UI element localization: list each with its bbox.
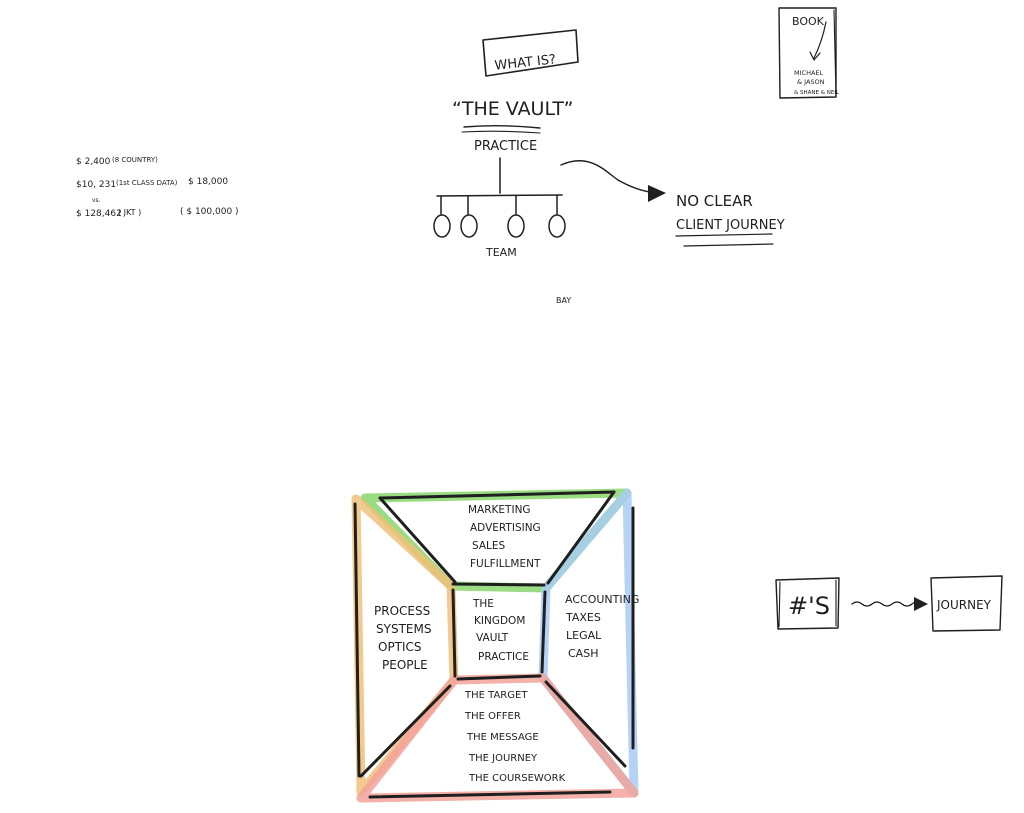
bottom-panel-ink — [368, 674, 612, 799]
book-line2: & JASON — [797, 78, 825, 86]
book-arrowhead-icon — [809, 51, 821, 61]
number-vs-label: vs. — [92, 197, 101, 204]
number-row2-right: $ 18,000 — [188, 177, 228, 187]
center-line-3: VAULT — [476, 632, 509, 644]
bottom-panel-text: THE TARGET THE OFFER THE MESSAGE THE JOU… — [464, 690, 566, 784]
left-panel-text: PROCESS SYSTEMS OPTICS PEOPLE — [374, 604, 431, 672]
team-member-4 — [548, 214, 566, 238]
number-row1-note: (8 COUNTRY) — [112, 156, 158, 164]
book-spine — [833, 9, 837, 97]
top-panel-text: MARKETING ADVERTISING SALES FULFILLMENT — [468, 504, 541, 570]
left-line-3: OPTICS — [378, 640, 422, 654]
hashes-frame-inner — [778, 579, 837, 628]
hashes-frame — [775, 577, 840, 630]
vault-underline — [463, 125, 541, 129]
no-clear-line1: NO CLEAR — [676, 192, 753, 210]
book-line1: MICHAEL — [794, 69, 824, 77]
tree-branch — [436, 194, 563, 197]
number-row2-note: (1st CLASS DATA) — [116, 179, 178, 187]
top-line-1: MARKETING — [468, 504, 531, 516]
right-panel-highlight — [538, 488, 639, 798]
team-label: TEAM — [485, 246, 517, 259]
what-is-frame — [482, 29, 579, 77]
journey-arrowhead-icon — [648, 185, 666, 202]
book-line3: & SHANE & NEIL — [794, 90, 840, 96]
number-row1-amount: $ 2,400 — [76, 157, 111, 167]
bottom-line-1: THE TARGET — [464, 690, 528, 701]
book-label: BOOK — [792, 15, 825, 28]
bottom-line-3: THE MESSAGE — [466, 732, 539, 743]
hashes-journey: #'S JOURNEY — [775, 575, 1003, 632]
right-line-2: TAXES — [565, 611, 601, 624]
book-frame — [778, 7, 837, 99]
journey-frame — [930, 575, 1003, 632]
center-line-4: PRACTICE — [478, 651, 529, 663]
kingdom-square: MARKETING ADVERTISING SALES FULFILLMENT … — [351, 488, 639, 803]
journey-arrow-line — [560, 160, 658, 194]
no-clear-line2: CLIENT JOURNEY — [676, 218, 785, 233]
what-is-box: WHAT IS? — [482, 29, 579, 77]
stray-label: BAY — [556, 296, 571, 305]
number-row3-note: ( JKT ) — [118, 208, 141, 217]
number-row3-right: ( $ 100,000 ) — [180, 207, 239, 217]
top-line-4: FULFILLMENT — [470, 558, 541, 570]
left-line-1: PROCESS — [374, 604, 430, 618]
hashes-label: #'S — [788, 592, 830, 620]
bottom-line-2: THE OFFER — [464, 711, 521, 722]
bottom-line-5: THE COURSEWORK — [468, 773, 566, 784]
top-line-3: SALES — [472, 540, 506, 552]
center-panel-text: THE KINGDOM VAULT PRACTICE — [472, 598, 529, 663]
top-panel-ink — [378, 490, 616, 587]
vault-title: “THE VAULT” — [452, 98, 573, 120]
bottom-line-4: THE JOURNEY — [468, 753, 538, 764]
right-line-3: LEGAL — [566, 629, 602, 642]
team-member-1 — [433, 214, 451, 238]
number-row3-amount: $ 128,462 — [76, 209, 122, 219]
vault-underline-2 — [461, 130, 541, 134]
right-panel-text: ACCOUNTING TAXES LEGAL CASH — [565, 593, 639, 660]
what-is-label: WHAT IS? — [494, 52, 557, 73]
center-line-1: THE — [472, 598, 494, 610]
no-clear-underline-2 — [683, 243, 774, 247]
vault-tree: “THE VAULT” PRACTICE TEAM NO CLEAR CLIEN… — [433, 98, 785, 305]
journey-label: JOURNEY — [936, 598, 992, 612]
book-card: BOOK MICHAEL & JASON & SHANE & NEIL — [778, 7, 840, 99]
right-panel-ink — [540, 506, 635, 768]
team-member-3 — [507, 214, 525, 238]
top-line-2: ADVERTISING — [470, 522, 541, 534]
left-panel-ink — [353, 502, 457, 778]
bottom-panel-highlight — [356, 673, 639, 803]
book-arrow-line — [813, 21, 827, 59]
left-line-2: SYSTEMS — [376, 622, 431, 636]
right-line-4: CASH — [568, 647, 598, 660]
tree-stems — [440, 195, 558, 215]
number-row2-amount: $10, 231 — [76, 180, 116, 190]
numbers-block: $ 2,400 (8 COUNTRY) $10, 231 (1st CLASS … — [76, 156, 239, 219]
team-member-2 — [460, 214, 478, 238]
squiggle-arrow-line — [851, 601, 921, 607]
right-line-1: ACCOUNTING — [565, 593, 639, 606]
center-line-2: KINGDOM — [474, 615, 525, 627]
no-clear-underline — [675, 233, 773, 237]
practice-label: PRACTICE — [474, 139, 537, 154]
left-line-4: PEOPLE — [382, 658, 428, 672]
squiggle-arrowhead-icon — [914, 597, 928, 611]
